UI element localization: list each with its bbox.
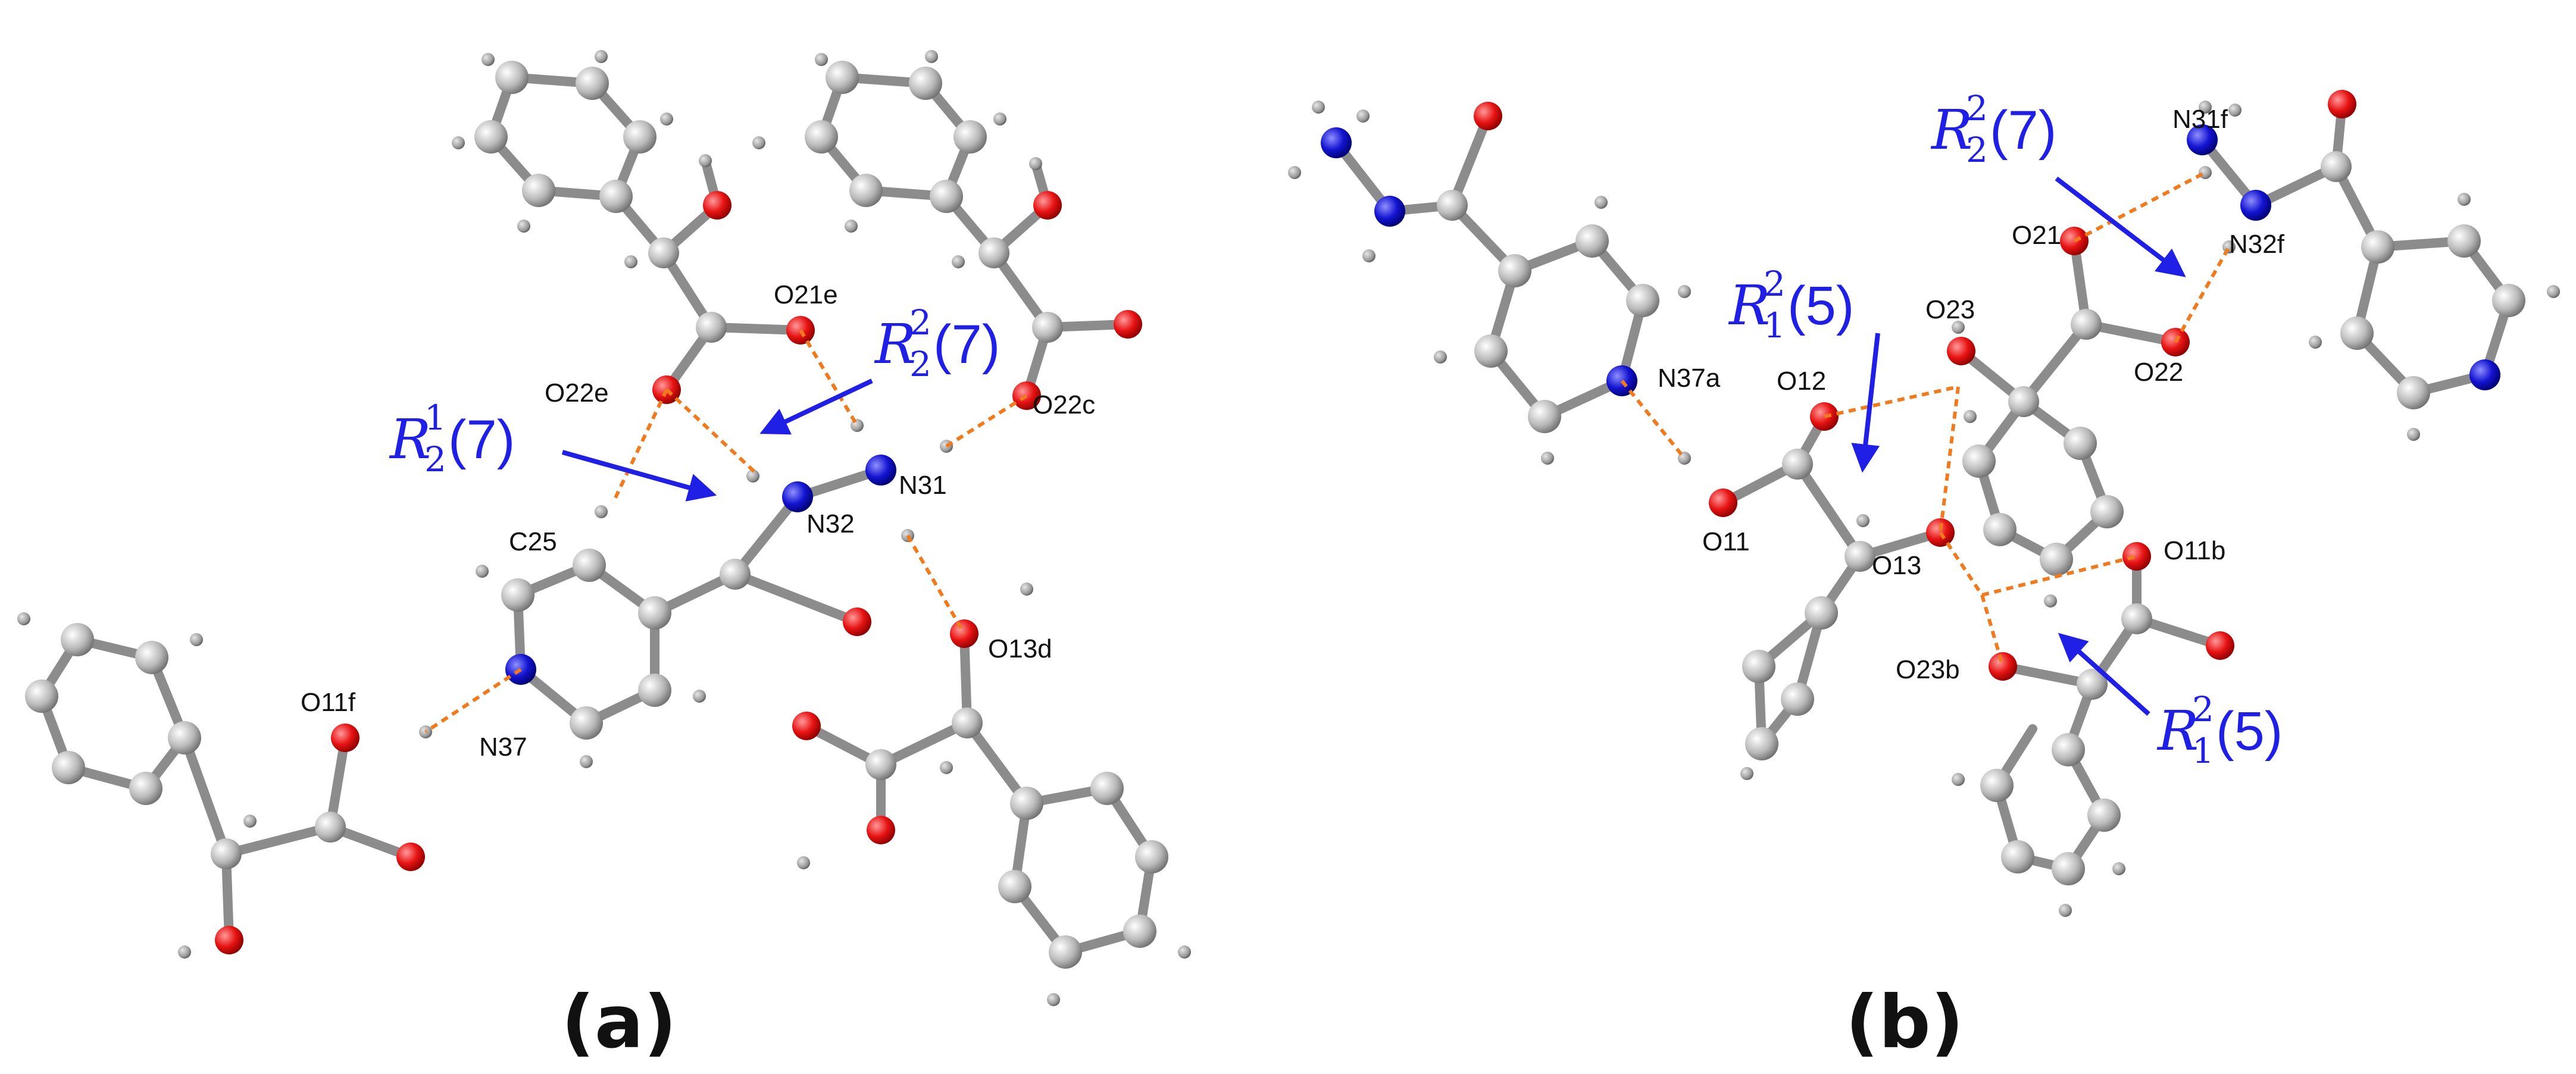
motif-labels: R12(7)R22(7)R21(5)R22(7)R21(5) <box>389 88 2283 771</box>
atom-label: O23b <box>1896 655 1960 684</box>
motif-arrow-b2 <box>2055 176 2186 277</box>
atom-label: O13 <box>1872 551 1921 580</box>
atom-label: N31 <box>899 471 947 500</box>
atom-label: N32f <box>2229 230 2285 259</box>
motif-arrow-a1 <box>561 450 717 502</box>
atom-label: N37a <box>1658 364 1721 393</box>
isoniazid-molecule-left <box>1288 101 1691 465</box>
hydrogen-bonds-b <box>1620 171 2231 667</box>
motif-value: (7) <box>933 314 1000 375</box>
mandelic-acid-bottom-left <box>17 612 432 959</box>
mandelic-acid-bottom-right <box>792 583 1191 1006</box>
motif-value: (5) <box>2216 701 2283 762</box>
motif-base: R <box>1728 274 1770 337</box>
atom-label: O22c <box>1033 390 1095 419</box>
graph-set-motif: R21(5) <box>2156 689 2283 771</box>
atom-label: O12 <box>1777 367 1826 396</box>
atom-label: O11 <box>1702 527 1750 556</box>
isoniazid-molecule-right <box>2187 90 2560 441</box>
motif-arrow-b1 <box>1851 333 1880 473</box>
atom-label: O22e <box>545 378 609 408</box>
mandelic-acid-lower-b <box>1952 542 2234 917</box>
motif-base: R <box>1930 98 1972 162</box>
atom-label: O11b <box>2164 536 2225 565</box>
atom-label: N37 <box>479 732 527 762</box>
isoniazid-molecule-a <box>476 419 953 768</box>
mandelic-acid-top-left <box>452 50 815 404</box>
atom-label: O21e <box>774 280 838 309</box>
panel-b-molecules <box>1288 90 2560 917</box>
motif-base: R <box>2156 699 2199 763</box>
hydrogen-bonds-a <box>424 329 1028 734</box>
motif-sup: 2 <box>909 302 931 343</box>
motif-sub: 1 <box>2192 731 2214 771</box>
mandelic-acid-upper-b <box>1947 227 2190 608</box>
graph-set-motif: R12(7) <box>389 397 515 480</box>
motif-sub: 2 <box>424 439 446 480</box>
atom-label: N32 <box>806 509 855 538</box>
atom-label: O11f <box>301 688 356 717</box>
atom-label: N31f <box>2172 105 2228 134</box>
mandelic-acid-top-right <box>752 50 1142 410</box>
panel-label-a: (a) <box>561 980 677 1064</box>
motif-arrows <box>561 176 2186 716</box>
motif-sup: 2 <box>1966 88 1988 129</box>
motif-sub: 2 <box>1966 130 1988 170</box>
motif-value: (5) <box>1787 275 1854 336</box>
motif-sup: 2 <box>1764 264 1786 304</box>
motif-sub: 2 <box>909 344 931 384</box>
motif-value: (7) <box>448 409 515 470</box>
motif-arrow-b3 <box>2058 632 2150 716</box>
mandelic-acid-center <box>1678 402 1955 780</box>
atom-label: O22 <box>2134 358 2183 387</box>
atom-label: C25 <box>509 527 557 556</box>
motif-sup: 1 <box>424 397 446 438</box>
motif-value: (7) <box>1990 100 2056 161</box>
graph-set-motif: R22(7) <box>874 302 1000 384</box>
atom-label: O23 <box>1925 295 1975 324</box>
graph-set-motif: R21(5) <box>1728 264 1854 346</box>
motif-base: R <box>389 408 431 471</box>
motif-sup: 2 <box>2192 689 2214 729</box>
motif-base: R <box>874 312 916 376</box>
motif-sub: 1 <box>1764 305 1786 346</box>
atom-label: O21 <box>2012 221 2061 250</box>
panel-label-b: (b) <box>1846 980 1964 1064</box>
motif-arrow-a2 <box>759 378 873 435</box>
graph-set-motif: R22(7) <box>1930 88 2056 170</box>
panel-a-molecules <box>17 50 1191 1006</box>
atom-label: O13d <box>988 634 1052 663</box>
